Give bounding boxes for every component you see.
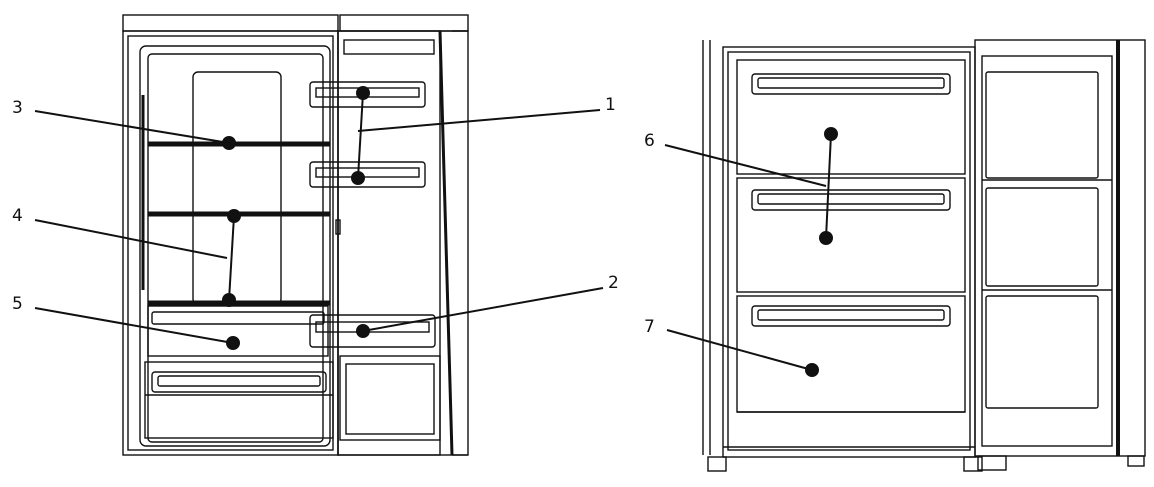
freezer-illustration <box>702 40 983 472</box>
leader-line-1 <box>351 86 601 185</box>
callout-label-6: 6 <box>644 131 655 151</box>
callout-label-7: 7 <box>644 317 655 337</box>
leader-line-5 <box>34 307 240 350</box>
leader-line-3 <box>34 110 236 150</box>
leader-line-7 <box>666 329 819 377</box>
callout-label-5: 5 <box>12 294 23 314</box>
leader-line-2 <box>356 287 604 338</box>
leader-line-4 <box>34 209 241 307</box>
freezer-door <box>974 39 1146 471</box>
callout-label-2: 2 <box>608 273 619 293</box>
callout-label-4: 4 <box>12 206 23 226</box>
callout-label-1: 1 <box>605 95 616 115</box>
leader-line-6 <box>664 127 838 245</box>
refrigerator-door <box>309 30 469 456</box>
callout-label-3: 3 <box>12 98 23 118</box>
refrigerator-illustration <box>122 14 469 456</box>
